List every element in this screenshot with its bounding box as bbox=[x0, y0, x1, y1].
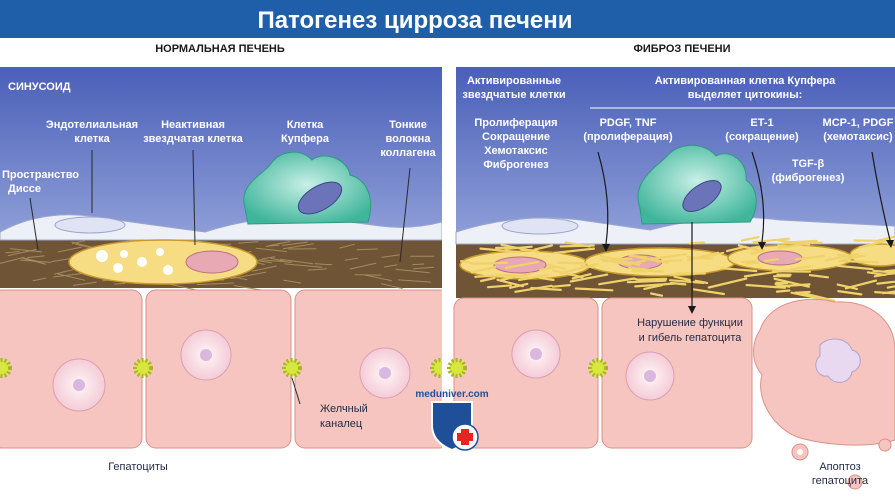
stellate-effect: Хемотаксис bbox=[484, 145, 548, 157]
lipid-droplet bbox=[120, 250, 128, 258]
collagen-fiber bbox=[413, 264, 424, 265]
lipid-droplet bbox=[156, 248, 164, 256]
inactive-stellate-label-line2: звездчатая клетка bbox=[143, 133, 243, 145]
endothelial-label-line1: Эндотелиальная bbox=[46, 119, 138, 131]
pdgf-label-line2: (пролиферация) bbox=[583, 131, 673, 143]
activated-stellate-label-line2: звездчатые клетки bbox=[462, 89, 565, 101]
stellate-effect: Фиброгенез bbox=[483, 159, 549, 171]
stellate-effect: Сокращение bbox=[482, 131, 550, 143]
tgf-label-line2: (фиброгенез) bbox=[772, 172, 845, 184]
collagen-fiber bbox=[839, 261, 878, 262]
stellate-effect: Пролиферация bbox=[474, 117, 557, 129]
collagen-fiber bbox=[855, 241, 887, 242]
collagen-fiber bbox=[115, 283, 125, 284]
nucleolus bbox=[644, 370, 656, 382]
collagen-fiber bbox=[795, 292, 810, 293]
activated-stellate-label-line1: Активированные bbox=[467, 75, 561, 87]
collagen-fiber bbox=[521, 250, 536, 251]
fibrosis-heading: ФИБРОЗ ПЕЧЕНИ bbox=[633, 43, 730, 55]
hepatocyte-damage-line2: и гибель гепатоцита bbox=[639, 332, 743, 344]
collagen-label-line2: волокна bbox=[386, 133, 432, 145]
collagen-fiber bbox=[777, 291, 790, 292]
hepatocyte-damage-line1: Нарушение функции bbox=[637, 317, 743, 329]
nucleolus bbox=[530, 348, 542, 360]
apoptotic-body-core bbox=[797, 449, 803, 455]
normal-heading: НОРМАЛЬНАЯ ПЕЧЕНЬ bbox=[155, 43, 285, 55]
endothelial-nucleus bbox=[55, 217, 125, 233]
normal-liver-panel: СИНУСОИД Эндотелиальная клетка Неактивна… bbox=[0, 67, 450, 473]
stellate-nucleus bbox=[186, 251, 238, 273]
collagen-fiber bbox=[473, 263, 508, 264]
kupffer-label-line2: Купфера bbox=[281, 133, 330, 145]
collagen-fiber bbox=[629, 268, 648, 270]
watermark-text: meduniver.com bbox=[415, 389, 488, 400]
collagen-fiber bbox=[657, 260, 682, 261]
collagen-fiber bbox=[647, 271, 663, 272]
hepatocytes-label: Гепатоциты bbox=[108, 461, 168, 473]
collagen-fiber bbox=[746, 263, 758, 264]
lipid-droplet bbox=[96, 250, 108, 262]
disse-label-line1: Пространство bbox=[2, 169, 79, 181]
kupffer-header-line1: Активированная клетка Купфера bbox=[655, 75, 836, 87]
nucleolus bbox=[73, 379, 85, 391]
endothelial-label-line2: клетка bbox=[74, 133, 110, 145]
tgf-label-line1: TGF-β bbox=[792, 158, 825, 170]
lipid-droplet bbox=[137, 257, 147, 267]
lipid-droplet bbox=[113, 263, 123, 273]
collagen-label-line3: коллагена bbox=[380, 147, 436, 159]
bile-canaliculus bbox=[449, 360, 465, 376]
lipid-droplet bbox=[163, 265, 173, 275]
bile-label-line2: каналец bbox=[320, 418, 363, 430]
kupffer-label-line1: Клетка bbox=[287, 119, 324, 131]
fibrosis-panel: Активированные звездчатые клетки Пролифе… bbox=[449, 67, 895, 489]
nucleolus bbox=[200, 349, 212, 361]
bile-label-line1: Желчный bbox=[320, 403, 368, 415]
sinusoid-label: СИНУСОИД bbox=[8, 81, 71, 93]
page-title: Патогенез цирроза печени bbox=[257, 7, 572, 34]
bile-canaliculus bbox=[0, 360, 10, 376]
collagen-fiber bbox=[559, 263, 588, 264]
collagen-fiber bbox=[742, 261, 755, 262]
inactive-stellate-label-line1: Неактивная bbox=[161, 119, 225, 131]
collagen-fiber bbox=[628, 281, 666, 283]
apoptotic-body bbox=[879, 439, 891, 451]
disse-label-line2: Диссе bbox=[8, 183, 41, 195]
bile-canaliculus bbox=[135, 360, 151, 376]
pdgf-label-line1: PDGF, TNF bbox=[600, 117, 657, 129]
mcp1-label-line2: (хемотаксис) bbox=[823, 131, 893, 143]
apoptosis-label-line2: гепатоцита bbox=[812, 475, 869, 487]
et1-label-line2: (сокращение) bbox=[725, 131, 799, 143]
et1-label-line1: ET-1 bbox=[750, 117, 773, 129]
collagen-fiber bbox=[638, 279, 667, 280]
kupffer-header-line2: выделяет цитокины: bbox=[688, 89, 803, 101]
endothelial-nucleus bbox=[502, 218, 578, 234]
collagen-fiber bbox=[630, 256, 646, 257]
mcp1-label-line1: MCP-1, PDGF bbox=[823, 117, 894, 129]
collagen-label-line1: Тонкие bbox=[389, 119, 427, 131]
bile-canaliculus bbox=[284, 360, 300, 376]
bile-canaliculus bbox=[590, 360, 606, 376]
collagen-fiber bbox=[783, 243, 822, 244]
medical-cross-icon bbox=[457, 433, 473, 441]
stellate-nucleus bbox=[758, 251, 802, 265]
nucleolus bbox=[379, 367, 391, 379]
apoptosis-label-line1: Апоптоз bbox=[819, 461, 860, 473]
